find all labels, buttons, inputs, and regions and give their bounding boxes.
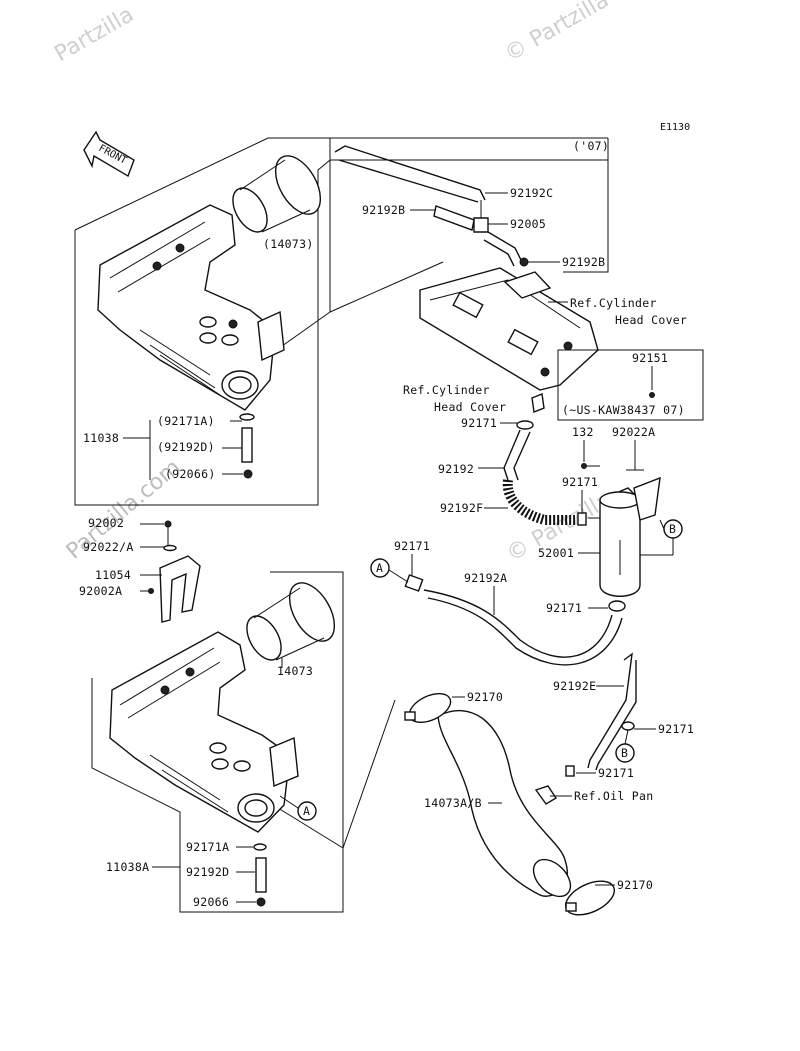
svg-text:A: A — [376, 561, 383, 575]
oil-pan-fitting — [534, 785, 557, 805]
cylinder-head-cover — [419, 267, 599, 391]
label-92151: 92151 — [632, 351, 668, 365]
label-11054: 11054 — [95, 568, 131, 582]
breather-hose-92192C — [334, 145, 486, 203]
label-ref-oil-pan: Ref.Oil Pan — [574, 789, 653, 803]
breather-fitting — [531, 393, 545, 413]
top-outline — [74, 137, 609, 506]
label-92002A: 92002A — [79, 584, 122, 598]
label-14073AB: 14073A/B — [424, 796, 482, 810]
label-92192D: 92192D — [186, 865, 229, 879]
bracket-11054 — [148, 520, 201, 623]
intake-duct-bottom — [246, 582, 336, 661]
clamp-92171-b — [577, 490, 587, 526]
label-132: 132 — [572, 425, 594, 439]
watermark-top-left: Partzilla — [51, 2, 139, 67]
washer-92022A — [626, 440, 644, 471]
label-92192F: 92192F — [440, 501, 483, 515]
corrugated-hose-92192F — [502, 479, 575, 525]
hose-92192E — [587, 652, 637, 771]
watermark-text: © Partzilla — [501, 0, 614, 67]
hose-92192B-left — [433, 205, 475, 231]
label-92192B-right: 92192B — [562, 255, 605, 269]
clamp-92170-top — [404, 692, 452, 724]
label-11038: 11038 — [83, 431, 119, 445]
svg-text:B: B — [621, 746, 628, 760]
note-box-92151 — [557, 349, 704, 421]
label-head-cover-2: Head Cover — [434, 400, 506, 414]
front-arrow: FRONT — [83, 130, 135, 178]
label-92192: 92192 — [438, 462, 474, 476]
pipe-92192D-bottom — [253, 843, 267, 907]
label-92171-e: 92171 — [658, 722, 694, 736]
label-92171-d: 92171 — [546, 601, 582, 615]
label-14073-paren: (14073) — [263, 237, 314, 251]
callout-B-1: B — [640, 519, 683, 556]
label-92171-f: 92171 — [598, 766, 634, 780]
bottom-outline — [91, 571, 396, 913]
label-92171A: 92171A — [186, 840, 229, 854]
label-52001: 52001 — [538, 546, 574, 560]
label-92171-b: 92171 — [562, 475, 598, 489]
svg-text:A: A — [303, 804, 310, 818]
label-92171-a: 92171 — [461, 416, 497, 430]
label-head-cover-1: Head Cover — [615, 313, 687, 327]
label-92192C: 92192C — [510, 186, 553, 200]
clamp-92170-bottom — [565, 880, 615, 916]
clamp-92171-a — [516, 420, 534, 430]
label-92066: 92066 — [193, 895, 229, 909]
clamp-92171-f — [565, 765, 575, 777]
clamp-92171-d — [608, 600, 626, 612]
pipe-92192D-top — [239, 413, 255, 479]
label-11038A: 11038A — [106, 860, 149, 874]
label-us-kaw-note: (~US-KAW38437 07) — [562, 403, 685, 417]
watermark-top-right: © Partzilla — [501, 0, 614, 67]
year-note: ('07) — [573, 139, 609, 153]
label-ref-cylinder-1: Ref.Cylinder — [570, 296, 657, 310]
label-92192B-left: 92192B — [362, 203, 405, 217]
label-92022-A: 92022/A — [83, 540, 134, 554]
watermark-text: Partzilla — [51, 2, 139, 67]
label-ref-cylinder-2: Ref.Cylinder — [403, 383, 490, 397]
callout-A-2: A — [279, 795, 317, 821]
label-92192A: 92192A — [464, 571, 507, 585]
label-92192E: 92192E — [553, 679, 596, 693]
label-92171A-paren: (92171A) — [157, 414, 215, 428]
label-92170-bottom: 92170 — [617, 878, 653, 892]
label-92192D-paren: (92192D) — [157, 440, 215, 454]
canister-52001 — [588, 476, 661, 597]
label-92170-top: 92170 — [467, 690, 503, 704]
label-92171-c: 92171 — [394, 539, 430, 553]
label-14073: 14073 — [277, 664, 313, 678]
intake-duct-top — [232, 155, 322, 233]
callout-B-2: B — [615, 729, 635, 763]
intake-duct-14073AB — [437, 709, 572, 898]
air-box-top — [97, 204, 285, 411]
svg-text:B: B — [669, 522, 676, 536]
hose-92192 — [503, 429, 531, 481]
label-92022A: 92022A — [612, 425, 655, 439]
diagram-code: E1130 — [660, 122, 690, 133]
fitting-92005 — [473, 200, 489, 233]
bolt-132 — [581, 440, 600, 469]
hose-92192B-right — [483, 231, 529, 267]
hose-92192A — [404, 574, 623, 666]
label-92066-paren: (92066) — [165, 467, 216, 481]
air-box-bottom — [109, 631, 299, 833]
label-92002: 92002 — [88, 516, 124, 530]
callout-A-1: A — [370, 558, 409, 583]
label-92005: 92005 — [510, 217, 546, 231]
clamp-92171-e — [621, 721, 635, 731]
